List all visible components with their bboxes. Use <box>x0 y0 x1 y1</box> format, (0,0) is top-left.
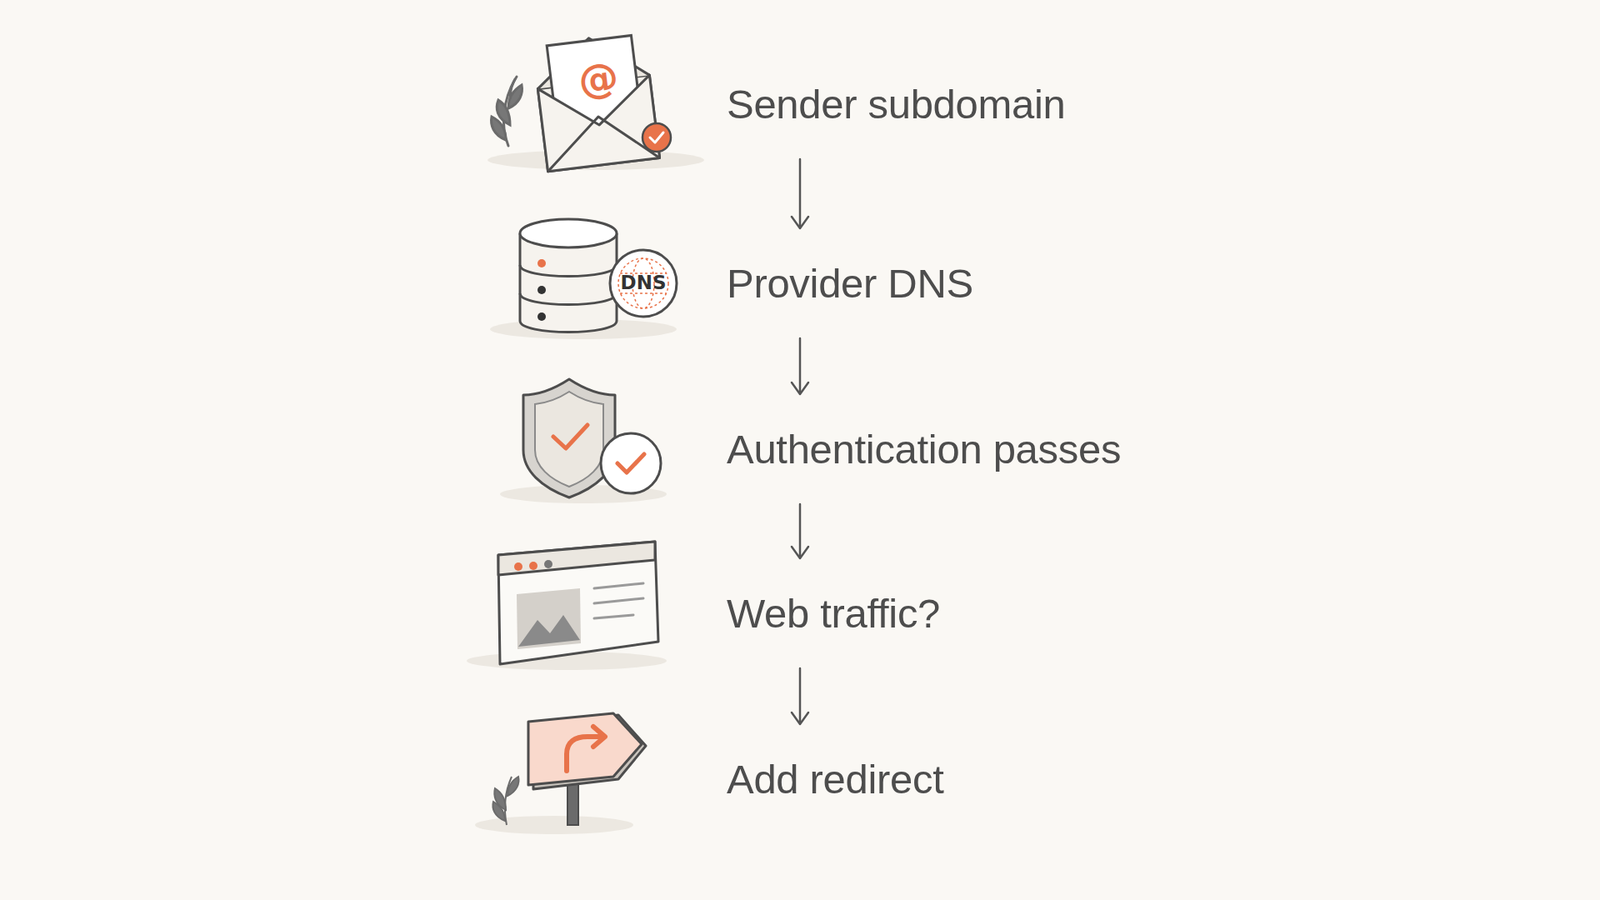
flow-arrow <box>791 504 809 559</box>
step-node: Sender subdomain <box>726 49 1260 160</box>
signpost-icon <box>475 713 646 835</box>
flow-arrow <box>791 668 809 725</box>
icon-glyph: DNS <box>610 271 677 294</box>
step-node: Add redirect <box>726 724 1260 835</box>
flow-arrow <box>791 338 809 395</box>
step-label: Sender subdomain <box>726 80 1066 128</box>
shield-icon <box>500 379 667 504</box>
step-node: Web traffic? <box>726 558 1260 669</box>
step-node: Authentication passes <box>726 394 1260 505</box>
flow-arrow <box>791 159 809 229</box>
step-label: Web traffic? <box>726 590 940 637</box>
step-node: Provider DNS <box>726 228 1260 339</box>
step-label: Add redirect <box>726 755 945 803</box>
step-label: Authentication passes <box>726 425 1121 473</box>
browser-icon <box>466 541 667 670</box>
step-label: Provider DNS <box>726 260 974 307</box>
envelope-icon <box>487 31 705 172</box>
database-icon <box>490 219 677 340</box>
